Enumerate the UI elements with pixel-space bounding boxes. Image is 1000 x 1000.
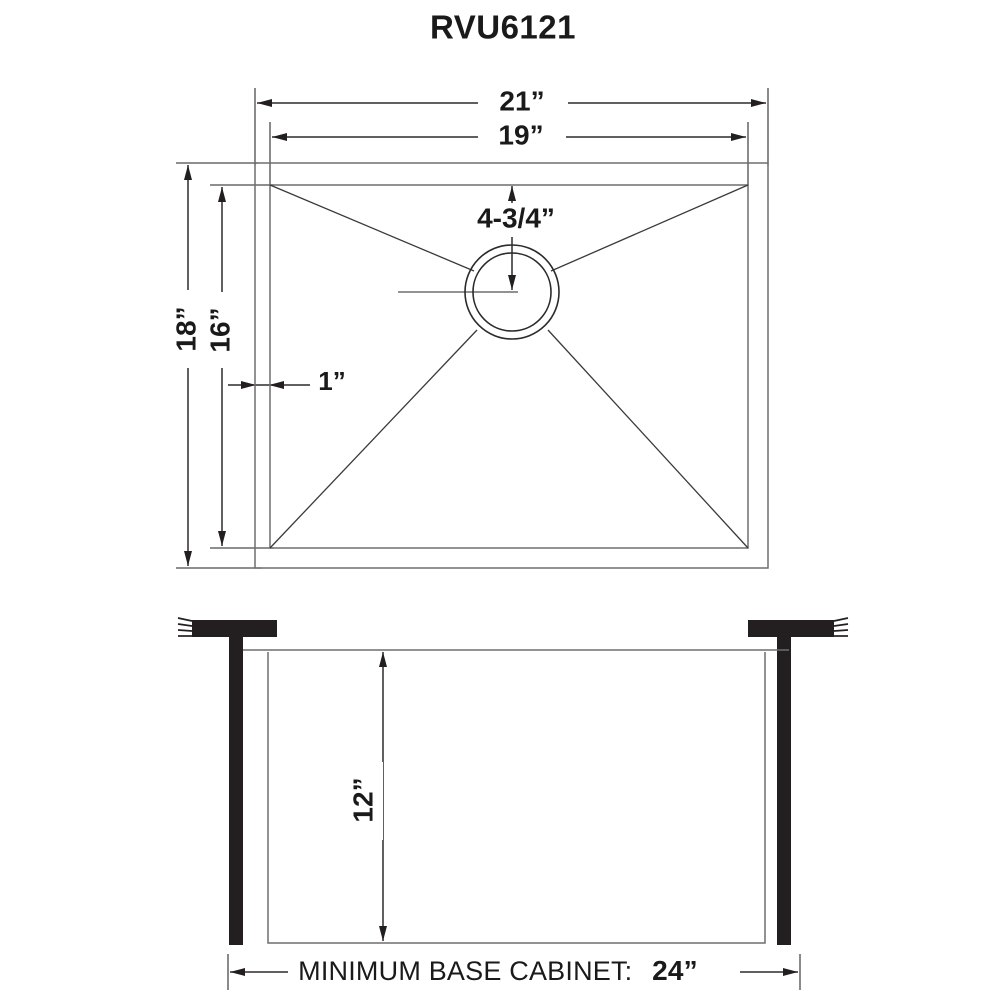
base-cabinet-label: MINIMUM BASE CABINET: 24”	[298, 955, 698, 986]
sink-section-outline	[267, 652, 766, 944]
dimension-outer-width: 21”	[257, 85, 766, 120]
dimension-outer-height: 18”	[170, 165, 205, 566]
dimension-outer-height-label: 18”	[170, 306, 201, 351]
countertop-hatch-right	[833, 617, 849, 637]
sink-top-view	[254, 162, 769, 569]
cabinet-wall-right	[777, 637, 791, 945]
cabinet-wall-left	[229, 637, 243, 945]
section-view: 12” MINIMUM BASE CABINET: 24”	[177, 617, 849, 991]
base-cabinet-label-text: MINIMUM BASE CABINET:	[298, 956, 632, 986]
top-view-extension-lines	[176, 88, 769, 569]
dimension-rim-label: 1”	[318, 366, 345, 396]
dimension-inner-height: 16”	[204, 187, 239, 546]
dimension-rim: 1”	[228, 366, 346, 396]
dimension-outer-width-label: 21”	[499, 85, 544, 116]
dimension-inner-width-label: 19”	[498, 119, 543, 150]
dimension-drain-offset-label: 4-3/4”	[477, 202, 555, 233]
dimension-basin-depth-label: 12”	[347, 777, 378, 822]
countertop-slab-left	[192, 620, 277, 637]
countertop-hatch-left	[177, 617, 193, 637]
countertop-slab-right	[748, 620, 834, 637]
dimension-base-cabinet: MINIMUM BASE CABINET: 24”	[227, 953, 801, 991]
sink-slope-lines	[269, 184, 749, 549]
sink-inner-bowl	[269, 184, 749, 549]
dimension-inner-width: 19”	[272, 119, 746, 154]
sink-outer-rim	[254, 162, 769, 569]
dimension-drain-offset: 4-3/4”	[455, 186, 577, 290]
dimension-inner-height-label: 16”	[204, 307, 235, 352]
dimension-basin-depth: 12”	[347, 652, 387, 941]
page-title: RVU6121	[430, 9, 576, 46]
base-cabinet-value: 24”	[652, 955, 698, 986]
